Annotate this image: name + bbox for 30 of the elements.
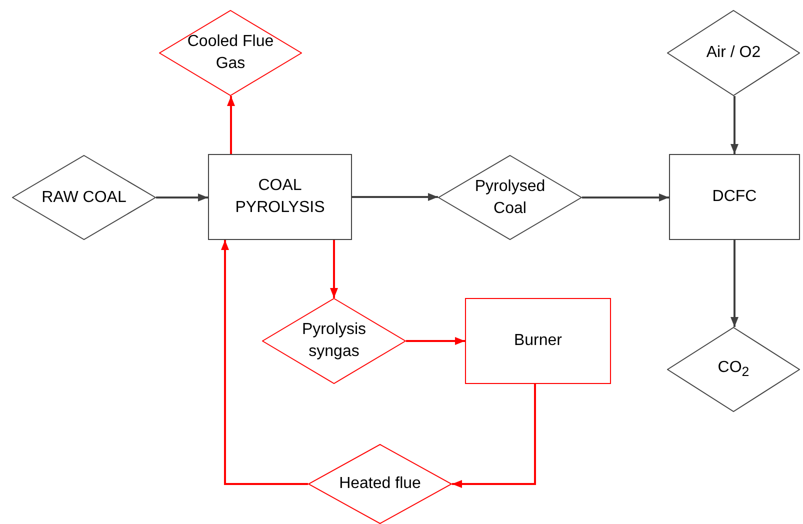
process-box <box>465 298 611 384</box>
material-diamond <box>438 155 582 240</box>
node-label: DCFC <box>712 187 757 208</box>
arrow <box>330 240 338 298</box>
material-diamond <box>12 155 156 240</box>
material-diamond <box>159 10 302 96</box>
node-label: Burner <box>514 331 562 352</box>
node-label: Pyrolysis syngas <box>300 320 367 362</box>
node-label: Air / O2 <box>706 43 761 64</box>
node-label: CO$_{2}$ <box>718 358 750 382</box>
material-diamond <box>667 10 800 96</box>
node-label: Cooled Flue Gas <box>186 32 275 74</box>
node-label: COAL PYROLYSIS <box>234 176 326 218</box>
arrow <box>227 96 235 154</box>
process-box <box>208 154 352 240</box>
arrow <box>730 96 738 154</box>
arrow <box>582 194 669 202</box>
arrow <box>406 337 465 345</box>
node-label: Pyrolysed Coal <box>474 176 546 218</box>
arrow <box>156 194 208 202</box>
process-box <box>669 154 800 240</box>
material-diamond <box>262 298 406 384</box>
arrow <box>221 240 308 485</box>
arrow <box>730 240 738 327</box>
node-label: RAW COAL <box>42 188 126 208</box>
material-diamond <box>667 327 800 412</box>
arrow <box>452 384 536 488</box>
material-diamond <box>308 444 452 524</box>
node-label: Heated flue <box>339 474 421 494</box>
arrow <box>352 193 438 201</box>
